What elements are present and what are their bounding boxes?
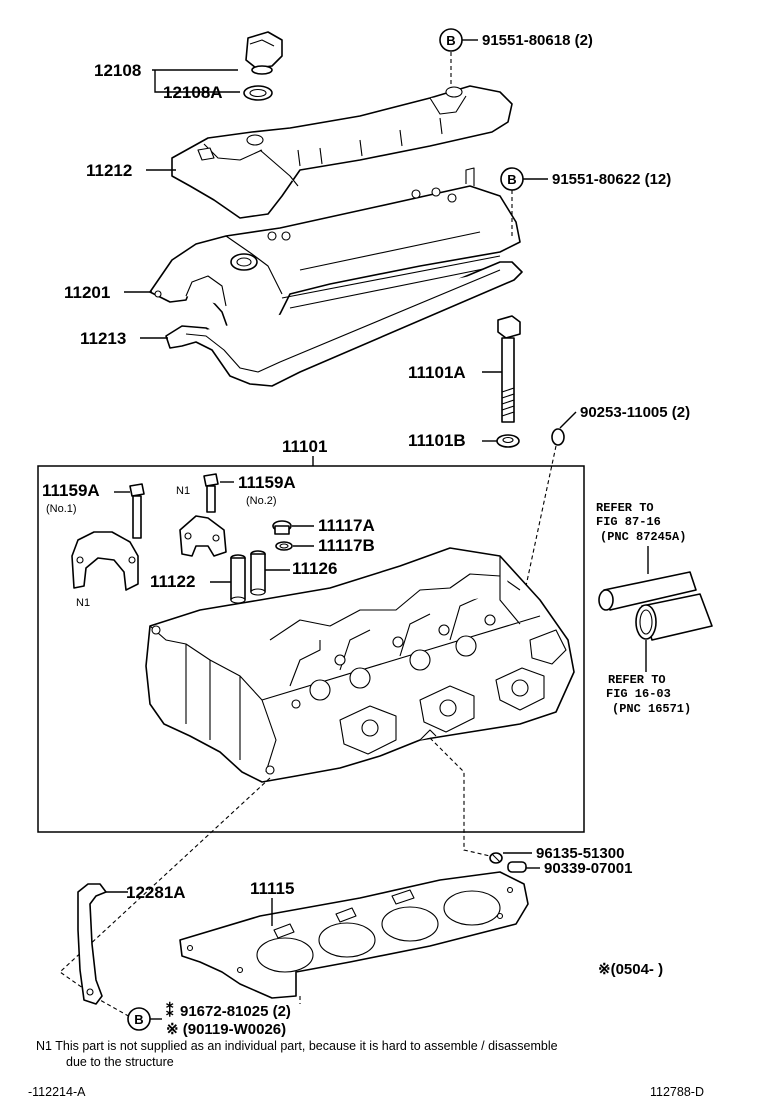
footer-right-code: 112788-D [650,1085,704,1099]
refer-1-line1: REFER TO [596,501,654,515]
valve-guide-11126 [250,550,266,596]
plug-11117A [272,520,292,535]
cam-bolt-1 [129,483,145,539]
camshaft-bearing-cap-2 [179,515,227,557]
dash-head-right [429,737,491,857]
label-plug-b: 11117B [318,536,375,555]
label-bolt-mid: 91551-80622 (12) [552,171,671,188]
badge-b-top: B [439,28,463,52]
label-guide-a: 11122 [150,572,195,591]
label-oil-cap: 12108 [94,61,141,80]
label-bolt-lower-alt: ※ (90119-W0026) [166,1021,286,1038]
label-pin-lower: 96135-51300 [536,845,624,862]
footer-left-code: -112214-A [28,1085,86,1099]
cylinder-head [145,547,575,783]
refer-1-line2: FIG 87-16 [596,515,661,529]
badge-b-low-letter: B [134,1012,143,1027]
badge-b-mid-letter: B [507,172,516,187]
label-plug-lower: 90339-07001 [544,860,632,877]
label-head-bolt: 11101A [408,363,466,382]
refer-1-line3: (PNC 87245A) [600,530,686,544]
label-cam-bolt-1-note: (No.1) [46,503,77,515]
footnote-line1: N1 This part is not supplied as an indiv… [36,1039,558,1053]
footnote-line2: due to the structure [66,1055,174,1069]
label-bolt-lower-prefix: ⁑ [166,1001,174,1020]
label-n1-a: N1 [76,597,90,609]
leader-pin-right [559,411,577,429]
label-head-assy: 11101 [282,437,327,456]
label-cover-gasket: 11213 [80,329,126,348]
head-assy-frame [37,465,585,833]
refer-2-line1: REFER TO [608,673,666,687]
head-bolt-washer [496,434,520,448]
valve-guide-11122 [230,554,246,604]
badge-b-mid: B [500,167,524,191]
tube-lower [635,593,713,641]
label-head-gasket: 11115 [250,879,294,898]
label-guide-b: 11126 [292,559,337,578]
tube-upper [598,571,697,611]
dowel-pin-right [551,428,565,446]
head-cover-gasket [165,261,523,387]
cylinder-head-gasket [179,871,529,999]
label-head-washer: 11101B [408,431,466,450]
dash-head-left [59,777,271,1019]
label-bolt-top: 91551-80618 (2) [482,32,593,49]
label-date-range: ※(0504- ) [598,961,663,978]
cylinder-head-cover [149,167,521,343]
pin-96135 [489,852,503,864]
label-pin-right: 90253-11005 (2) [580,404,690,421]
plug-90339 [507,861,527,873]
plug-11117B [275,541,293,551]
engine-hanger-hook [77,883,107,1005]
label-n1-b: N1 [176,485,190,497]
label-bolt-lower: 91672-81025 (2) [180,1003,291,1020]
label-cover-head: 11201 [64,283,110,302]
badge-b-low: B [127,1007,151,1031]
refer-2-line2: FIG 16-03 [606,687,671,701]
label-cam-bolt-1: 11159A [42,481,100,500]
badge-b-top-letter: B [446,33,455,48]
label-oil-cap-gasket: 12108A [163,83,223,102]
camshaft-bearing-cap-1 [71,531,139,591]
label-cam-bolt-2-note: (No.2) [246,495,277,507]
oil-filler-cap [245,31,283,75]
cylinder-head-cover-upper [171,85,513,219]
label-plug-a: 11117A [318,516,375,535]
label-cover-upper: 11212 [86,161,132,180]
refer-2-line3: (PNC 16571) [612,702,691,716]
head-bolt [497,315,521,423]
label-hook: 12281A [126,883,186,902]
cam-bolt-2 [203,473,219,513]
label-cam-bolt-2: 11159A [238,473,296,492]
oil-cap-gasket [243,85,273,101]
leader-12108A [154,70,240,93]
